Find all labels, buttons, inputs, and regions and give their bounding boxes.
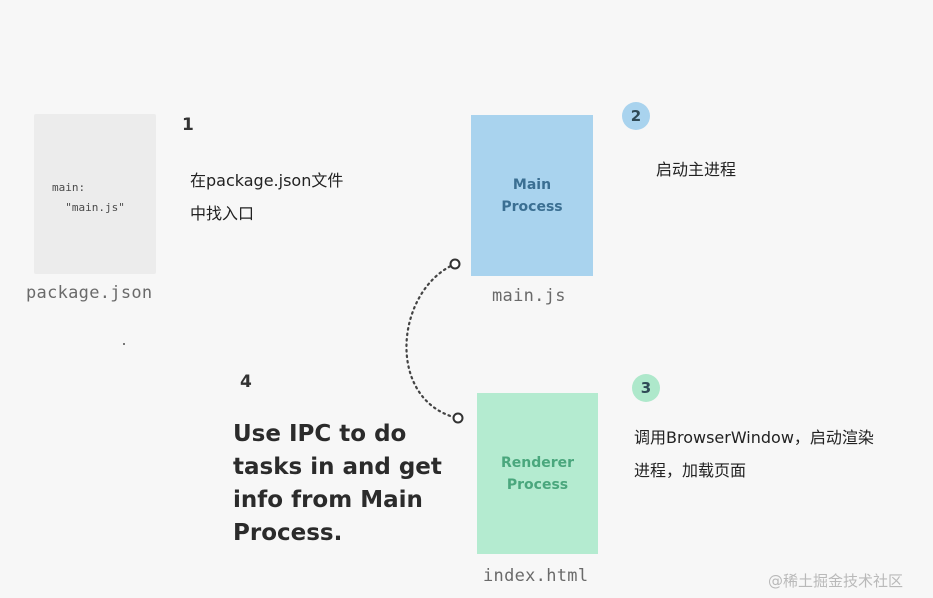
ipc-connector-top-end	[449, 258, 461, 270]
code-line-main-js: "main.js"	[52, 201, 125, 214]
main-process-box: Main Process	[471, 115, 593, 276]
ipc-connector-arc	[405, 262, 459, 420]
step-3-line-2: 进程，加载页面	[634, 461, 747, 480]
package-json-card	[34, 114, 156, 274]
step-3-badge: 3	[632, 374, 660, 402]
stray-dot	[123, 343, 125, 345]
package-json-code: main: "main.js"	[52, 178, 125, 218]
watermark: @稀土掘金技术社区	[768, 572, 904, 590]
renderer-process-title-line-1: Renderer	[500, 454, 575, 471]
step-3-line-1: 调用BrowserWindow，启动渲染	[634, 428, 874, 447]
step-4-number: 4	[240, 372, 252, 392]
main-process-title-line-2: Process	[501, 198, 563, 215]
step-4-description: Use IPC to do tasks in and get info from…	[233, 418, 453, 550]
code-line-main: main:	[52, 181, 86, 194]
step-4-line-4: Process.	[233, 520, 343, 546]
step-2-badge: 2	[622, 102, 650, 130]
step-1-description: 在package.json文件 中找入口	[190, 164, 410, 230]
step-4-line-3: info from Main	[233, 487, 423, 513]
step-3-description: 调用BrowserWindow，启动渲染 进程，加载页面	[634, 421, 924, 487]
step-4-line-2: tasks in and get	[233, 454, 442, 480]
renderer-process-box: Renderer Process	[477, 393, 598, 554]
renderer-process-title-line-2: Process	[506, 476, 569, 493]
step-1-number: 1	[182, 115, 194, 135]
main-js-label: main.js	[492, 286, 566, 306]
ipc-connector	[405, 258, 464, 424]
ipc-connector-bottom-end	[452, 412, 464, 424]
step-1-line-1: 在package.json文件	[190, 171, 344, 190]
package-json-label: package.json	[26, 283, 153, 303]
step-1-line-2: 中找入口	[190, 204, 255, 223]
step-2-description: 启动主进程	[656, 160, 737, 179]
main-process-title-line-1: Main	[512, 176, 552, 193]
step-4-line-1: Use IPC to do	[233, 421, 407, 447]
index-html-label: index.html	[483, 566, 589, 586]
